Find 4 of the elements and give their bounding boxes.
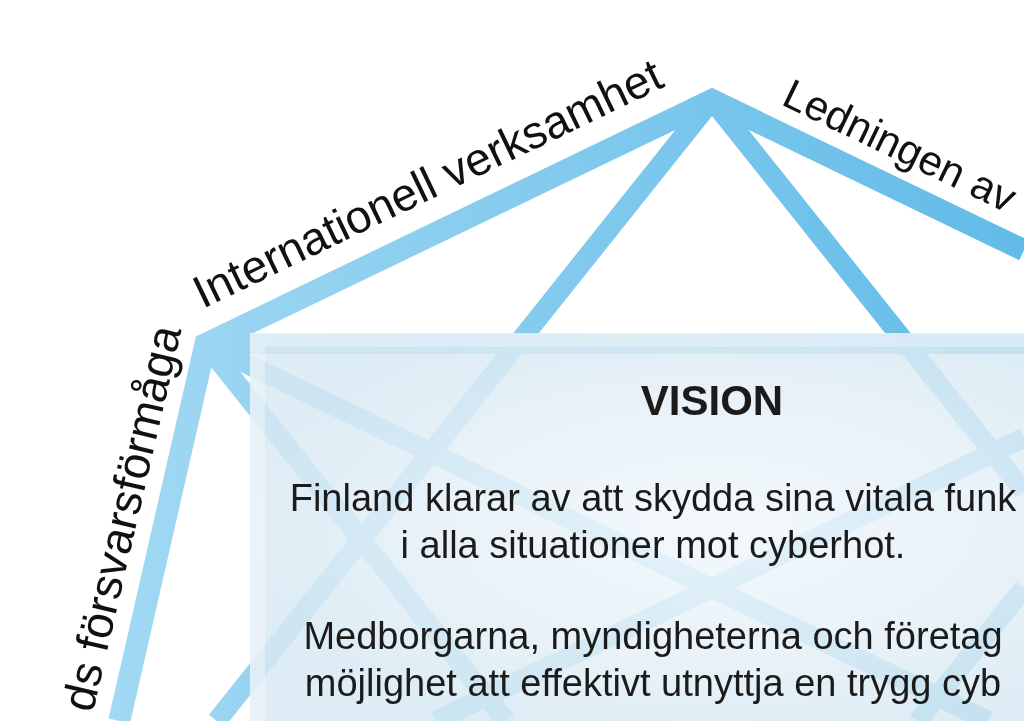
statement-text: Medborgarna, myndigheterna och företag möjlighet att effektivt utnyttja en trygg cyb: [302, 614, 1004, 706]
panel-title: VISION: [640, 377, 784, 426]
vision-panel: [250, 333, 1024, 721]
statement-text: Finland klarar av att skydda sina vitala funk i alla situationer mot cyberhot.: [288, 476, 1018, 568]
